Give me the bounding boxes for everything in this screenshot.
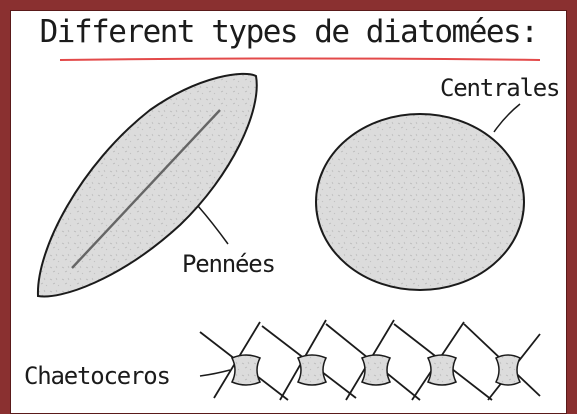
centrales-leader-line (494, 104, 520, 132)
pennees-leader-line (198, 206, 228, 244)
title-underline (60, 59, 540, 61)
chaetoceros-leader-line (200, 370, 230, 376)
pennees-label: Pennées (182, 250, 275, 278)
diagram-title: Different types de diatomées: (0, 14, 577, 50)
centrale-diatom (316, 114, 524, 290)
chaetoceros-cells (232, 355, 520, 385)
chaetoceros-label: Chaetoceros (24, 362, 170, 390)
centrales-label: Centrales (440, 74, 559, 102)
